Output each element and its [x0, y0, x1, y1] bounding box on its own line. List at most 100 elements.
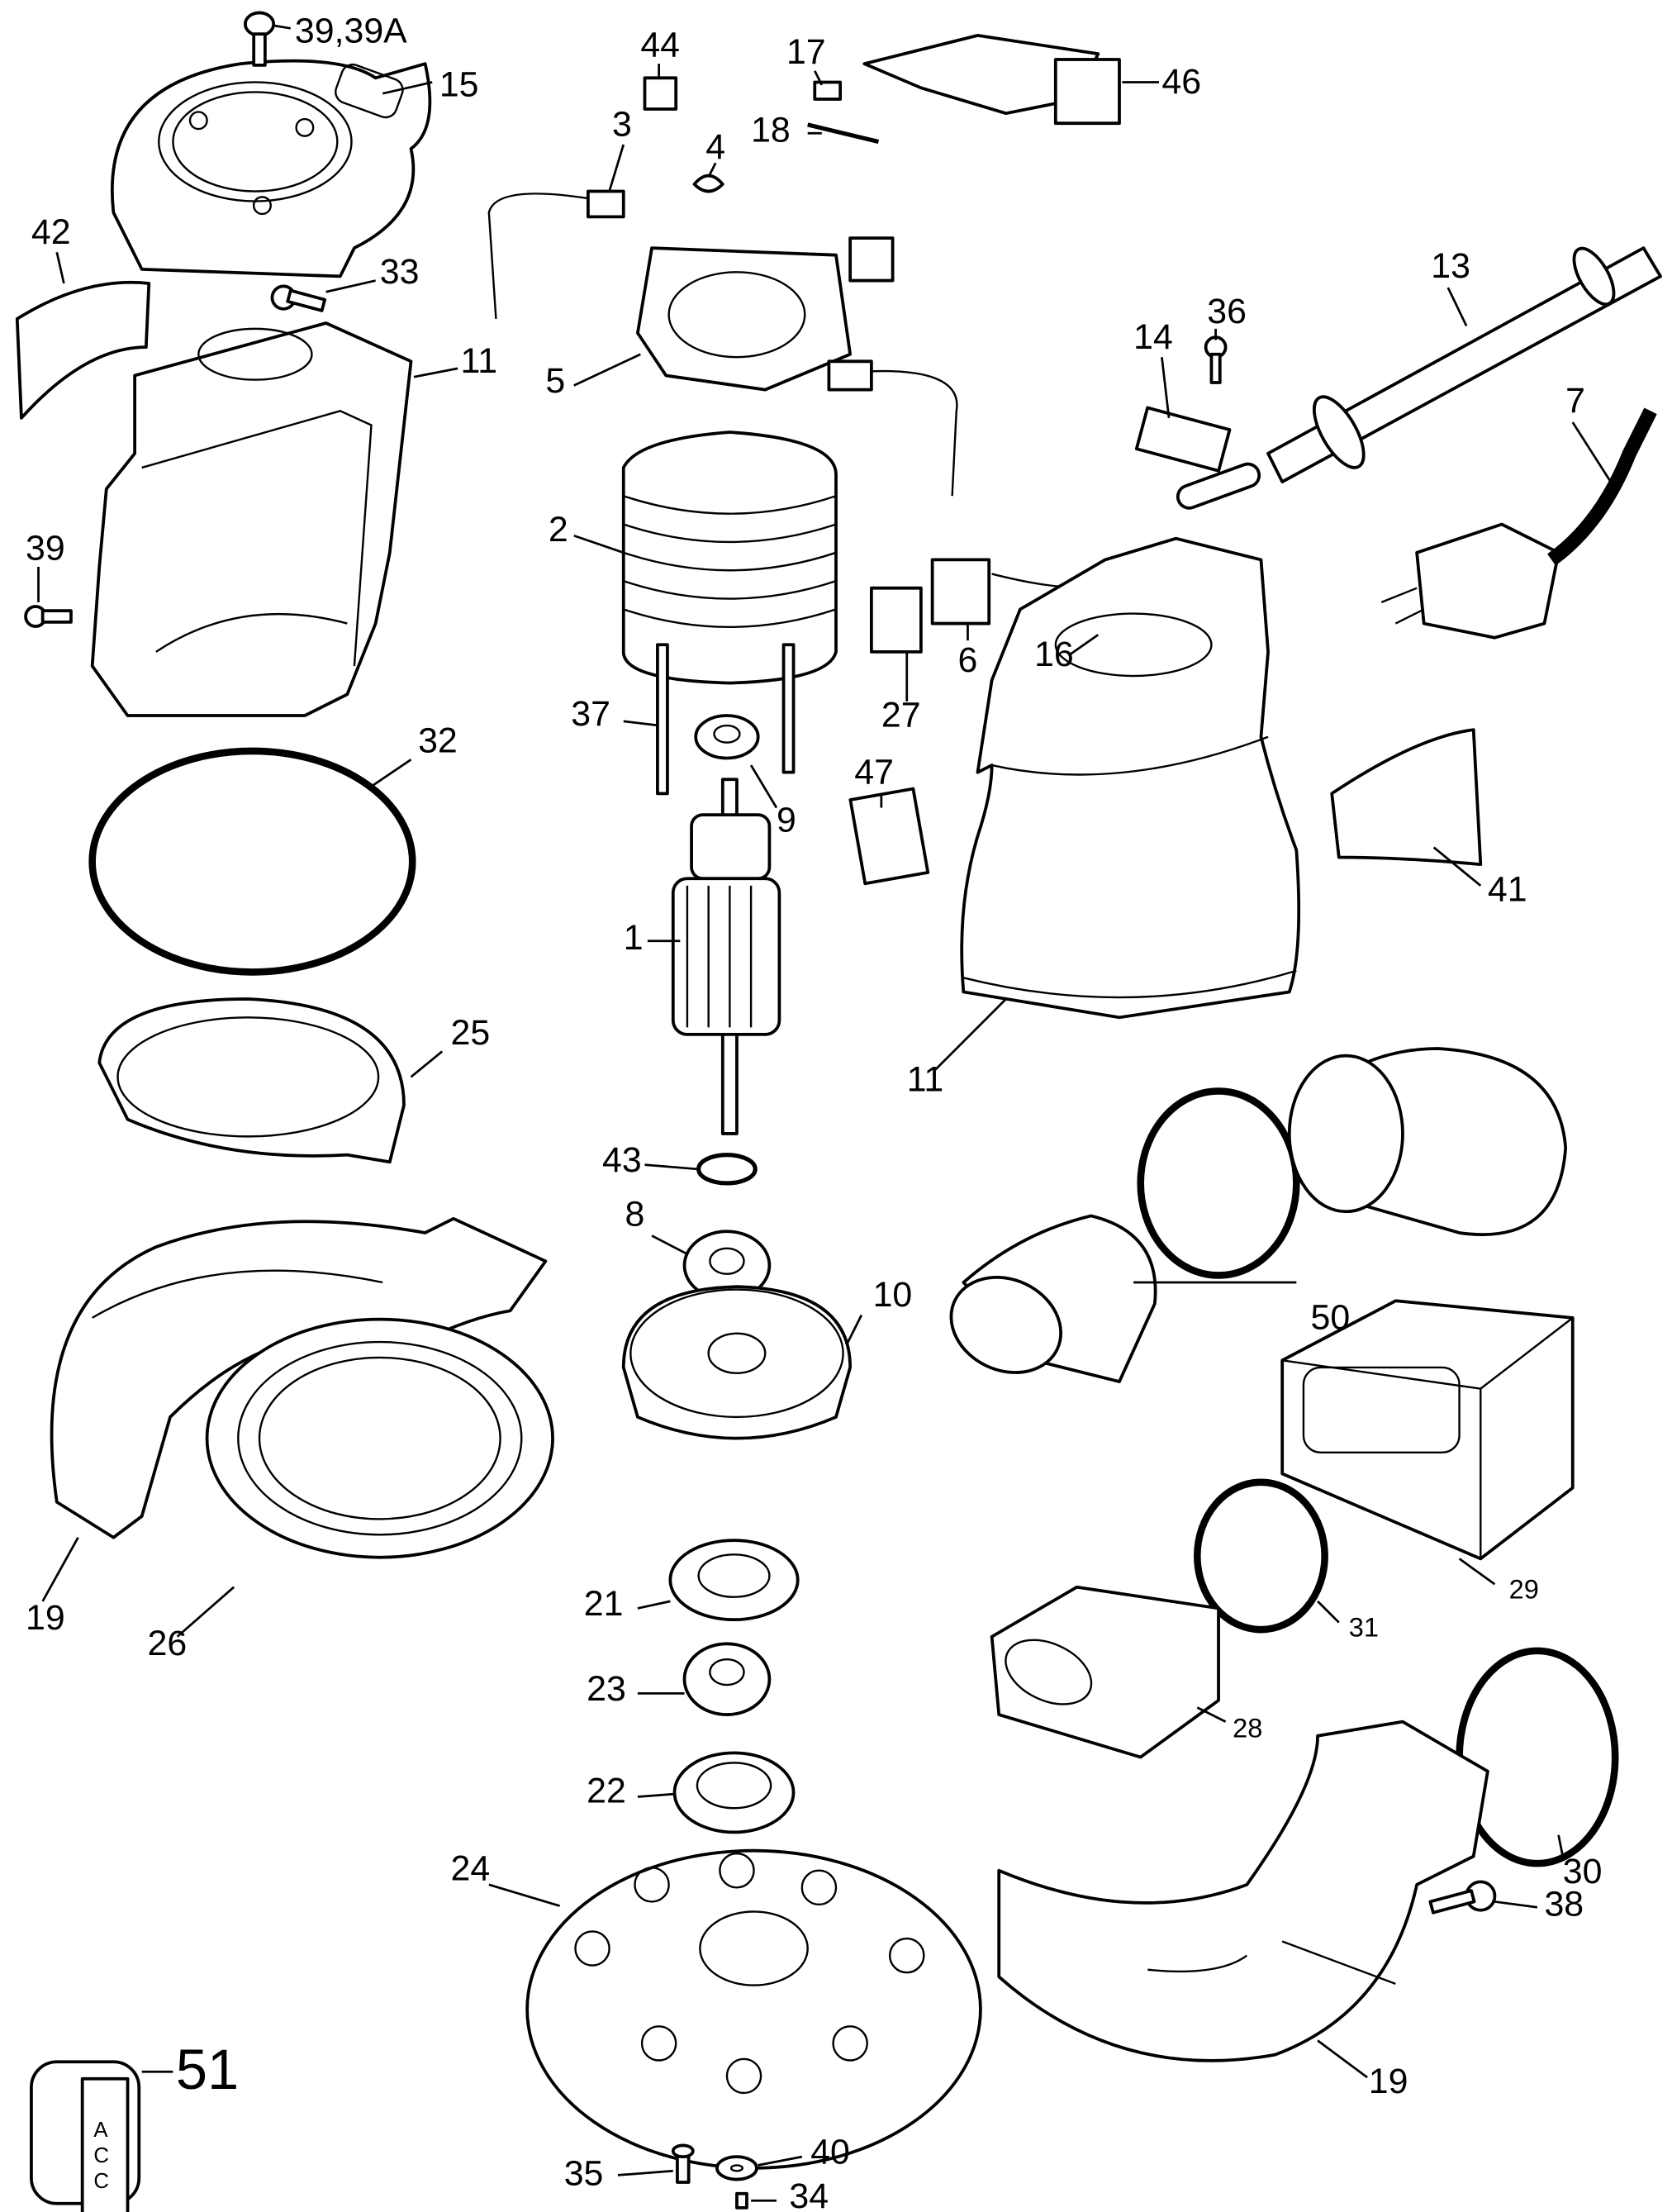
- callout-label: 28: [1233, 1713, 1262, 1743]
- leader-line: [846, 1314, 863, 1344]
- callout-label: 33: [380, 252, 420, 292]
- callout-label: 39: [26, 528, 65, 568]
- ring-26: [205, 1317, 554, 1559]
- leader-line: [273, 24, 291, 30]
- callout-label: 4: [705, 127, 725, 167]
- leader-line: [55, 251, 65, 284]
- callout-label: 29: [1509, 1574, 1539, 1604]
- callout-label: 3: [612, 105, 632, 145]
- leader-line: [623, 720, 659, 727]
- callout-label: 30: [1563, 1852, 1603, 1891]
- leader-line: [1446, 287, 1468, 327]
- brush-cap: [848, 236, 895, 283]
- callout-label: 26: [148, 1624, 188, 1663]
- ring-25: [97, 997, 406, 1164]
- callout-label: 2: [549, 510, 568, 549]
- leader-line: [637, 1792, 675, 1798]
- callout-label: 43: [602, 1140, 642, 1180]
- callout-label: 39,39A: [295, 11, 407, 50]
- screw-34: [735, 2191, 748, 2210]
- callout-label: 31: [1349, 1613, 1379, 1643]
- o-ring-31: [1194, 1478, 1328, 1634]
- accessory-letter: C: [93, 2144, 109, 2167]
- leader-line: [1432, 846, 1482, 887]
- shroud-19-right: [997, 1720, 1489, 2062]
- switch-6: [930, 558, 991, 626]
- leader-line: [410, 1050, 444, 1078]
- screw-33: [270, 284, 327, 312]
- callout-label: 17: [786, 32, 826, 72]
- callout-label: 16: [1034, 635, 1074, 674]
- callout-label: 6: [957, 640, 977, 680]
- brush-3: [587, 189, 625, 219]
- accessory-letter: C: [93, 2170, 109, 2193]
- callout-label: 11: [907, 1059, 943, 1099]
- leader-line: [617, 2169, 673, 2176]
- callout-label: 24: [451, 1849, 491, 1889]
- leader-line: [814, 70, 824, 86]
- screw-37: [656, 643, 796, 796]
- callout-label: 40: [810, 2133, 850, 2172]
- leader-line: [1161, 357, 1171, 419]
- motor-housing-right: [960, 536, 1301, 1020]
- leader-line: [758, 2155, 803, 2167]
- screw-39: [24, 605, 73, 628]
- screw-36: [1204, 335, 1228, 384]
- leader-line: [1494, 1900, 1538, 1909]
- brush-lead-right: [871, 369, 958, 497]
- leader-line: [488, 1883, 560, 1907]
- leader-line: [637, 1600, 671, 1610]
- leader-line: [1317, 2039, 1368, 2079]
- dust-box-29: [1280, 1299, 1575, 1561]
- brush-holder-5: [636, 246, 853, 392]
- o-ring-32: [88, 747, 416, 976]
- callout-label: 23: [587, 1669, 626, 1709]
- leader-line: [1069, 634, 1100, 656]
- switch-boot-27: [869, 586, 923, 654]
- callout-label: 22: [587, 1771, 626, 1810]
- leader-line: [608, 144, 625, 192]
- callout-label: 7: [1565, 381, 1585, 421]
- callout-label: 38: [1544, 1885, 1584, 1924]
- callout-label: 9: [777, 801, 796, 840]
- leader-line: [707, 162, 717, 178]
- leader-line: [573, 353, 641, 387]
- screw-35: [671, 2143, 695, 2184]
- leader-line: [651, 1234, 688, 1255]
- screw-39-39a: [243, 11, 276, 67]
- leader-line: [1571, 421, 1617, 490]
- leader-line: [573, 534, 625, 554]
- tube-13: [1266, 246, 1662, 483]
- leader-line: [749, 764, 778, 809]
- leader-line: [1458, 1558, 1496, 1586]
- leader-line: [41, 1537, 79, 1602]
- fan-10: [621, 1285, 853, 1440]
- leader-line: [934, 998, 1007, 1071]
- callout-label: 5: [545, 361, 565, 401]
- callout-label: 1: [624, 918, 644, 958]
- callout-label: 34: [789, 2176, 829, 2212]
- callout-label: 35: [564, 2153, 604, 2193]
- brush-right: [827, 359, 873, 392]
- bearing-9: [694, 714, 760, 760]
- accessory-card-51: A C C: [30, 2060, 141, 2212]
- motor-housing-left: [90, 321, 413, 717]
- part-top-cover: [111, 59, 432, 278]
- callout-label: 10: [873, 1275, 913, 1315]
- callout-label: 18: [751, 110, 791, 150]
- leader-line: [1317, 1600, 1340, 1624]
- callout-label: 47: [854, 752, 894, 792]
- callout-label: 37: [571, 694, 610, 734]
- brush-lead: [487, 193, 589, 319]
- clamp-14: [1134, 406, 1261, 510]
- adaptor-28: [990, 1585, 1220, 1759]
- screw-38: [1428, 1880, 1497, 1915]
- callout-label: 19: [26, 1598, 65, 1638]
- callout-label: 13: [1431, 246, 1470, 286]
- sanding-pad-24: [525, 1848, 982, 2170]
- pcb-46: [807, 33, 1121, 144]
- cord-plug-7: [1380, 407, 1657, 640]
- callout-label: 50: [1311, 1298, 1351, 1338]
- plate-22: [672, 1751, 796, 1834]
